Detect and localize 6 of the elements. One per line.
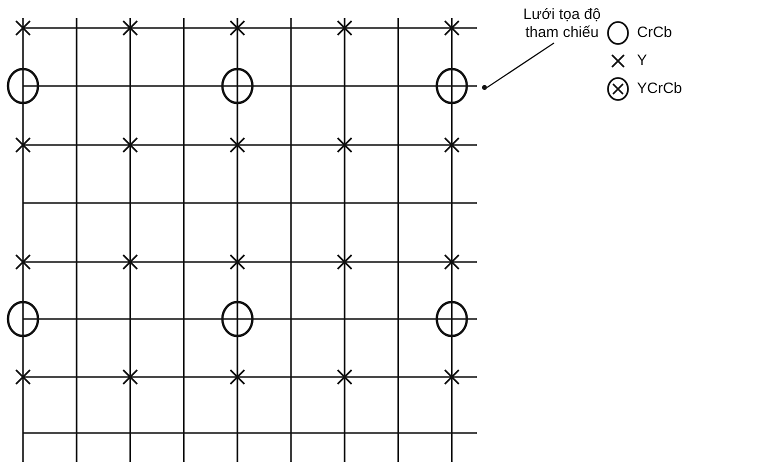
legend-label: YCrCb <box>637 80 682 98</box>
leader-line <box>486 42 554 88</box>
reference-point-dot <box>482 85 487 90</box>
callout-text: Lưới tọa độ tham chiếu <box>522 6 602 42</box>
legend-label: Y <box>637 52 648 70</box>
legend-label: CrCb <box>637 24 672 42</box>
